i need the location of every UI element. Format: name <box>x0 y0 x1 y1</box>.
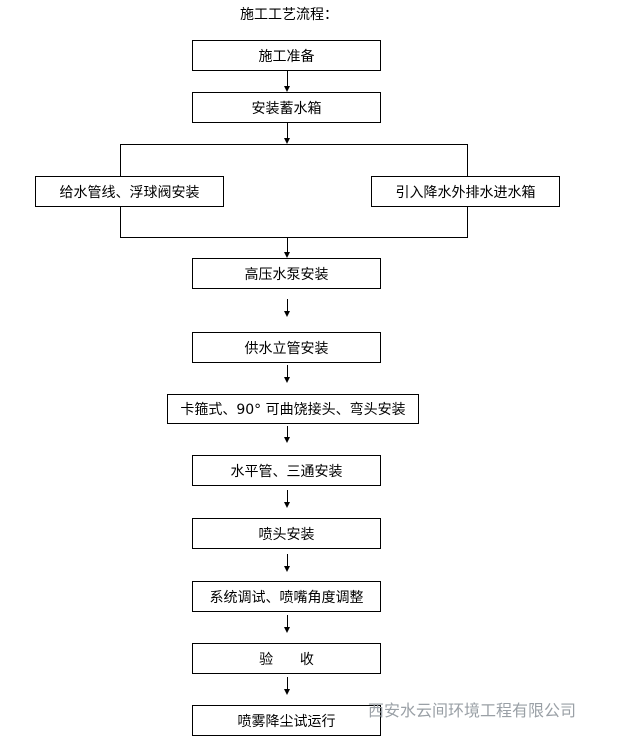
step-horizontal-pipe-tee: 水平管、三通安装 <box>192 455 381 486</box>
arrowhead <box>284 311 290 317</box>
connector-line <box>287 426 288 437</box>
step-acceptance: 验 收 <box>192 643 381 674</box>
step-supply-riser: 供水立管安装 <box>192 332 381 363</box>
branch-top-line <box>120 144 468 145</box>
branch-bottom-line <box>120 237 468 238</box>
arrowhead <box>284 437 290 443</box>
arrowhead <box>284 86 290 92</box>
arrowhead <box>284 252 290 258</box>
arrowhead <box>284 377 290 383</box>
step-nozzle-install: 喷头安装 <box>192 518 381 549</box>
step-clamp-flex-joint-elbow: 卡箍式、90° 可曲饶接头、弯头安装 <box>167 394 419 424</box>
connector-line <box>287 365 288 377</box>
step-trial-run: 喷雾降尘试运行 <box>192 705 381 736</box>
step-system-debug-nozzle-angle: 系统调试、喷嘴角度调整 <box>192 581 381 612</box>
connector-line <box>287 615 288 627</box>
connector-line <box>287 490 288 502</box>
connector-line <box>287 299 288 311</box>
branch-water-pipe-float-valve: 给水管线、浮球阀安装 <box>35 176 224 207</box>
arrowhead <box>284 138 290 144</box>
connector-line <box>287 554 288 566</box>
arrowhead <box>284 689 290 695</box>
watermark: 西安水云间环境工程有限公司 <box>368 701 577 720</box>
connector-line <box>287 677 288 689</box>
connector-line <box>287 123 288 138</box>
step-install-storage-tank: 安装蓄水箱 <box>192 92 381 123</box>
connector-line <box>287 71 288 86</box>
page-title: 施工工艺流程： <box>240 7 338 23</box>
arrowhead <box>284 502 290 508</box>
step-construction-prep: 施工准备 <box>192 40 381 71</box>
arrowhead <box>284 566 290 572</box>
step-high-pressure-pump: 高压水泵安装 <box>192 258 381 289</box>
branch-drain-water-inlet: 引入降水外排水进水箱 <box>371 176 560 207</box>
connector-line <box>287 238 288 252</box>
arrowhead <box>284 627 290 633</box>
